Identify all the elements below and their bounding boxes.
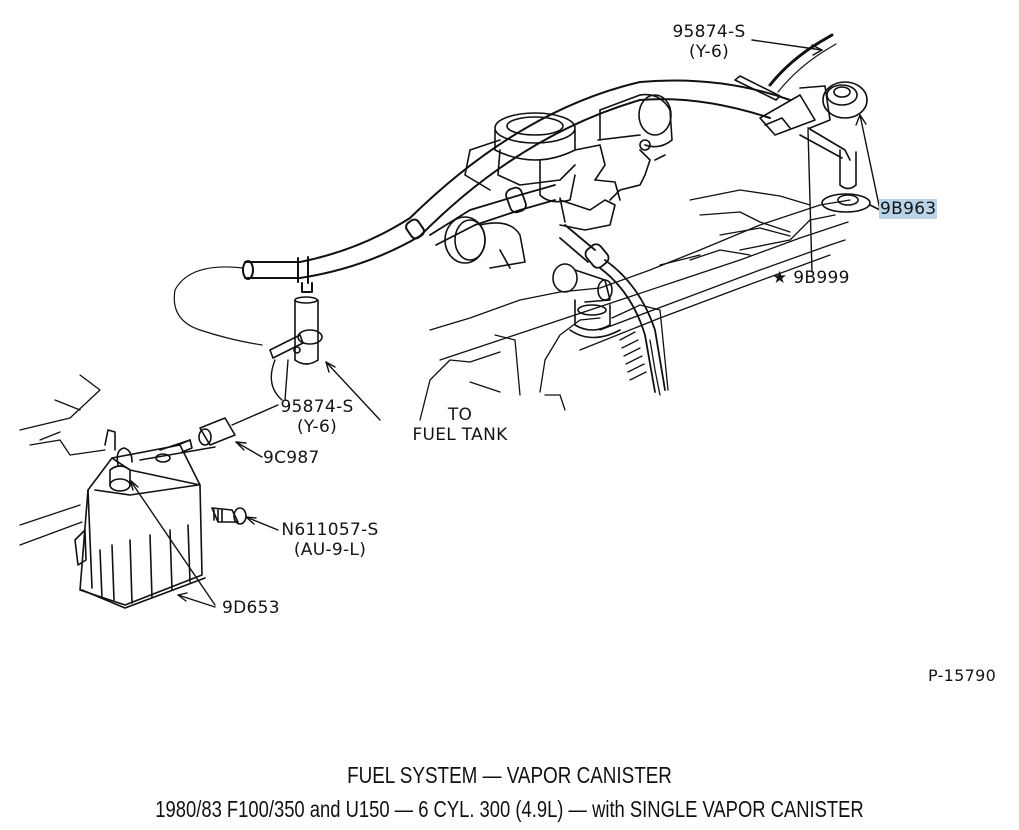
callout-hose: ★ 9B999	[772, 268, 850, 288]
leader-lines	[130, 40, 880, 607]
vapor-hose-main	[243, 80, 790, 292]
purge-line	[560, 225, 665, 392]
vapor-canister	[75, 430, 205, 608]
fuel-tank-routing-line	[174, 267, 262, 345]
callout-connector-part: 9C987	[263, 448, 320, 468]
callout-to-fuel-tank: TO FUEL TANK	[395, 405, 525, 445]
carb-vent-hose	[430, 185, 555, 245]
callout-bolt-code: (AU-9-L)	[293, 540, 367, 560]
callout-clamp-top: 95874-S (Y-6)	[664, 22, 754, 62]
callout-valve-part: 9B963	[879, 199, 938, 219]
connector-9c987	[199, 418, 235, 445]
vapor-valve-9b963	[735, 35, 880, 212]
callout-clamp-top-code: (Y-6)	[688, 42, 730, 62]
figure-subtitle: 1980/83 F100/350 and U150 — 6 CYL. 300 (…	[155, 796, 864, 822]
figure-number: P-15790	[928, 666, 997, 685]
callout-canister: 9D653	[222, 598, 280, 618]
callout-valve: 9B963	[879, 199, 938, 219]
carburetor	[465, 95, 672, 230]
callout-clamp-top-part: 95874-S	[672, 22, 746, 42]
bolt-n611057	[212, 508, 246, 524]
callout-connector: 9C987	[263, 448, 320, 468]
lower-clamp-tube	[270, 297, 322, 364]
callout-bolt: N611057-S (AU-9-L)	[280, 520, 380, 560]
egr-valve	[445, 217, 525, 268]
callout-canister-part: 9D653	[222, 598, 280, 618]
callout-bolt-part: N611057-S	[281, 520, 379, 540]
body-sheet-metal	[20, 375, 105, 545]
callout-clamp-lower-code: (Y-6)	[296, 417, 338, 437]
star-icon: ★	[772, 268, 788, 288]
callout-hose-part: 9B999	[793, 268, 850, 288]
figure-title: FUEL SYSTEM — VAPOR CANISTER	[347, 762, 672, 788]
engine-outline	[420, 190, 850, 420]
callout-to-fuel-tank-line2: FUEL TANK	[412, 425, 508, 445]
tee-fitting	[553, 264, 620, 338]
callout-clamp-lower: 95874-S (Y-6)	[272, 397, 362, 437]
callout-to-fuel-tank-line1: TO	[447, 405, 473, 425]
callout-clamp-lower-part: 95874-S	[280, 397, 354, 417]
